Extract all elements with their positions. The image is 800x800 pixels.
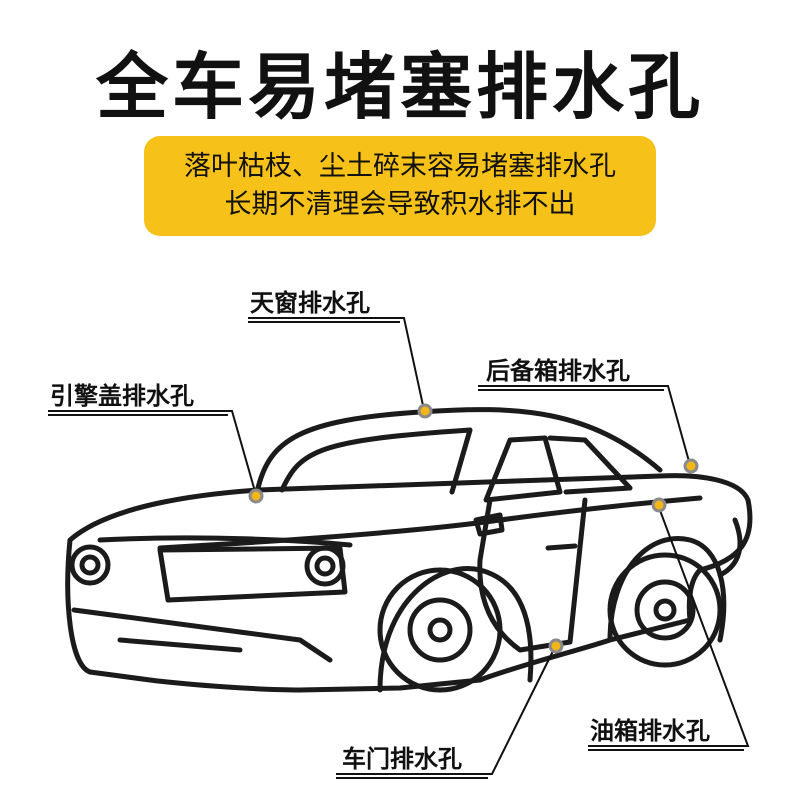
left-headlight xyxy=(69,544,111,586)
door-handle xyxy=(545,543,578,551)
right-headlight xyxy=(304,545,346,587)
trunk-pointer-line xyxy=(478,385,691,466)
side-windows xyxy=(483,435,633,503)
front-air-intake xyxy=(117,637,243,653)
fuel-drain-dot xyxy=(651,497,667,513)
rear-wheel-arch xyxy=(607,536,727,643)
door-drain-dot xyxy=(548,638,564,654)
rear-bumper-line xyxy=(717,517,743,578)
banner-line-1: 落叶枯枝、尘土碎末容易堵塞排水孔 xyxy=(184,151,616,182)
hood-pointer-line xyxy=(48,410,257,496)
page-title: 全车易堵塞排水孔 xyxy=(95,45,704,129)
side-mirror xyxy=(473,512,505,537)
fuel-pointer-line xyxy=(588,504,750,747)
windshield xyxy=(279,427,473,495)
rear-wheel xyxy=(607,552,723,668)
front-wheel xyxy=(377,567,503,693)
trunk-drain-label: 后备箱排水孔 xyxy=(486,357,630,385)
info-banner: 落叶枯枝、尘土碎末容易堵塞排水孔 长期不清理会导致积水排不出 xyxy=(144,136,656,236)
trunk-drain-dot xyxy=(683,458,699,474)
grille xyxy=(157,545,348,603)
sunroof-pointer-line xyxy=(248,317,425,411)
front-wheel-arch xyxy=(377,566,534,693)
door-drain-label: 车门排水孔 xyxy=(342,745,462,773)
hood-crease xyxy=(97,535,353,548)
door-outline xyxy=(477,497,588,653)
fuel-drain-label: 油箱排水孔 xyxy=(590,717,710,745)
car-body-outline xyxy=(65,473,753,693)
sunroof-drain-label: 天窗排水孔 xyxy=(250,289,370,317)
sunroof-drain-dot xyxy=(417,403,433,419)
hood-drain-dot xyxy=(248,488,264,504)
banner-line-2: 长期不清理会导致积水排不出 xyxy=(224,189,576,220)
hood-drain-label: 引擎盖排水孔 xyxy=(50,382,194,410)
door-pointer-line xyxy=(336,644,557,775)
front-bumper xyxy=(71,607,333,663)
